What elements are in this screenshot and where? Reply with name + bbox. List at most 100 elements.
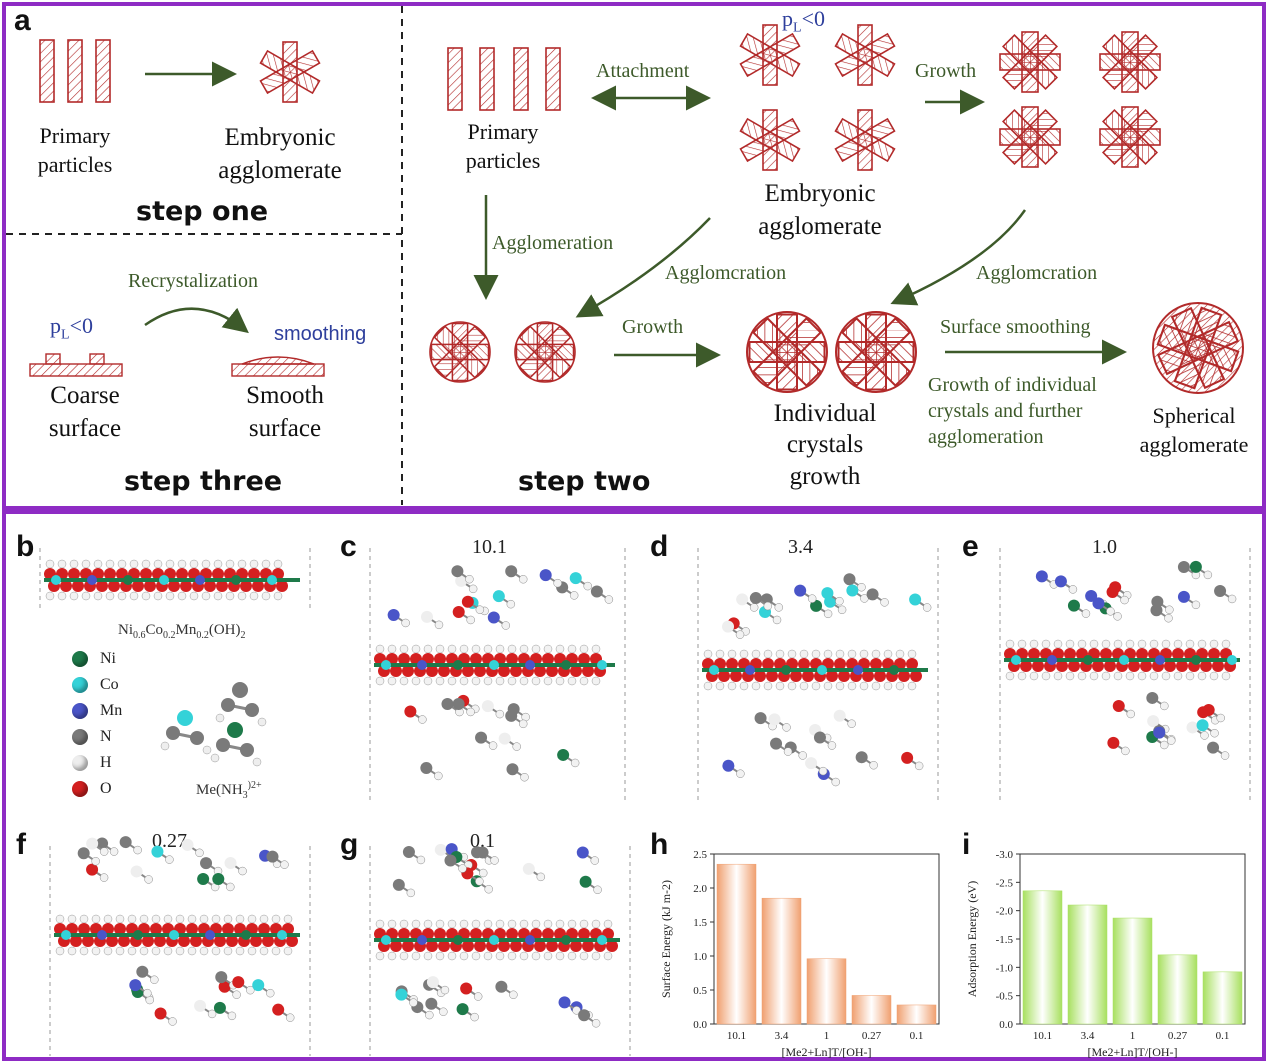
panel-letter-e: e (962, 530, 979, 563)
step-one-diagram (39, 39, 321, 103)
legend-item-o: O (72, 780, 112, 798)
panel-letter-g: g (340, 828, 359, 861)
xtick-label: 0.1 (1216, 1030, 1230, 1042)
spherical-agglomerate-label: Spherical agglomerate (1139, 403, 1249, 457)
bar-10.1 (1022, 890, 1063, 1025)
x-axis-label: [Me2+Ln]T/[OH-] (1087, 1045, 1177, 1059)
surface-smoothing-label: Surface smoothing (940, 316, 1091, 338)
xtick-label: 3.4 (775, 1030, 789, 1042)
legend-dot-n (72, 729, 88, 745)
xtick-label: 1 (1130, 1030, 1136, 1042)
ytick-label: 0.0 (999, 1019, 1013, 1031)
smoothing-label: smoothing (274, 323, 367, 345)
bar-0.27 (851, 995, 892, 1025)
legend-label: Ni (100, 650, 116, 667)
primary-particles-rods (39, 39, 111, 103)
ratio-label-c: 10.1 (472, 536, 507, 558)
growth-label-2: Growth (622, 316, 684, 338)
ytick-label: 1.5 (693, 917, 707, 929)
legend-label: Mn (100, 702, 123, 719)
snapshot-e (999, 548, 1251, 803)
pl-label-step2: pL<0 (782, 6, 825, 36)
ytick-label: 0.5 (693, 985, 707, 997)
ytick-label: -0.5 (996, 991, 1014, 1003)
agglomeration-label-2: Agglomcration (665, 262, 787, 284)
individual-crystals-label: Individual crystals growth (773, 400, 877, 490)
legend-item-mn: Mn (72, 702, 122, 720)
bar-0.1 (896, 1004, 937, 1025)
legend-label: O (100, 780, 112, 797)
s2-embryonic-label: Embryonic agglomerate (758, 180, 882, 240)
panel-letter-b: b (16, 530, 35, 563)
xtick-label: 3.4 (1081, 1030, 1095, 1042)
panel-letter-i: i (962, 828, 971, 861)
bar-1 (1112, 917, 1153, 1025)
ytick-label: -2.0 (996, 906, 1014, 918)
xtick-label: 10.1 (727, 1030, 746, 1042)
bar-0.27 (1157, 954, 1198, 1025)
legend-dot-ni (72, 651, 88, 667)
bar-3.4 (761, 897, 802, 1025)
panel-letter-a: a (14, 4, 31, 37)
legend-label: N (100, 728, 112, 745)
ratio-label-d: 3.4 (788, 536, 813, 558)
large-sphere-2 (835, 311, 917, 393)
ytick-label: 2.0 (693, 883, 707, 895)
growth-individual-label: Growth of individual crystals and furthe… (928, 374, 1097, 448)
ytick-label: -1.0 (996, 962, 1014, 974)
smooth-surface-label: Smooth surface (246, 382, 324, 442)
formula-nicomn: Ni0.6Co0.2Mn0.2(OH)2 (118, 622, 246, 641)
y-axis-label: Surface Energy (kJ m-2) (659, 880, 673, 998)
coarse-surface-label: Coarse surface (48, 382, 122, 442)
legend-item-co: Co (72, 676, 119, 694)
bar-10.1 (716, 863, 757, 1025)
panel-letter-f: f (16, 828, 26, 861)
growth-label-1: Growth (915, 60, 977, 82)
panel-letter-d: d (650, 530, 669, 563)
ytick-label: 0.0 (693, 1019, 707, 1031)
legend-item-ni: Ni (72, 650, 116, 668)
xtick-label: 0.27 (862, 1030, 882, 1042)
attachment-label: Attachment (596, 60, 690, 82)
legend-label: H (100, 754, 112, 771)
xtick-label: 0.27 (1168, 1030, 1188, 1042)
snapshot-g (369, 843, 631, 1056)
panel-letter-c: c (340, 530, 357, 563)
ytick-label: 1.0 (693, 951, 707, 963)
spherical-agglomerate (1146, 296, 1250, 400)
ratio-label-f: 0.27 (152, 830, 187, 852)
panel-bi-frame (2, 510, 1266, 1061)
xtick-label: 1 (824, 1030, 830, 1042)
step-two-diagram (429, 24, 1250, 400)
legend-dot-h (72, 755, 88, 771)
smooth-surface-shape (231, 356, 325, 377)
complex-illustrations (160, 682, 267, 767)
ytick-label: 2.5 (693, 849, 707, 861)
chart-surface-energy: 10.1 3.4 1 0.27 0.1 0.0 0.5 1.0 1.5 2.0 2.5Surface… (659, 849, 940, 1059)
ytick-label: -1.5 (996, 934, 1014, 946)
xtick-label: 0.1 (910, 1030, 924, 1042)
coarse-surface-shape (29, 353, 123, 377)
x-axis-label: [Me2+Ln]T/[OH-] (781, 1045, 871, 1059)
bar-0.1 (1202, 971, 1243, 1025)
snapshot-f (49, 836, 311, 1056)
snapshot-b (39, 548, 311, 608)
s2-primary-label: Primary particles (465, 119, 541, 173)
panel-a-dividers (6, 6, 403, 505)
snapshot-d (697, 548, 939, 803)
legend-item-h: H (72, 754, 112, 772)
legend-dot-o (72, 781, 88, 797)
step-two-title: step two (518, 466, 651, 497)
ratio-label-e: 1.0 (1092, 536, 1117, 558)
agglomeration-label-1: Agglomeration (492, 232, 614, 254)
small-sphere-1 (429, 321, 491, 383)
bar-1 (806, 958, 847, 1025)
legend-dot-mn (72, 703, 88, 719)
legend-dot-co (72, 677, 88, 693)
legend-label: Co (100, 676, 119, 693)
recrystallization-label: Recrystalization (128, 270, 258, 292)
bar-3.4 (1067, 904, 1108, 1025)
y-axis-label: Adsorption Energy (eV) (965, 881, 979, 997)
